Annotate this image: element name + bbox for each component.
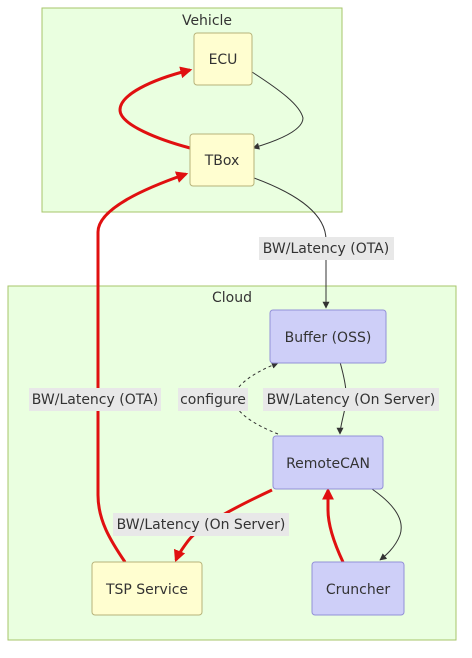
node-cruncher: Cruncher <box>311 561 405 616</box>
edge-label-configure: configure <box>178 388 248 411</box>
node-tbox-label: TBox <box>204 153 240 169</box>
edge-label-tsp-tbox: BW/Latency (OTA) <box>29 388 161 411</box>
edge-label-buffer-remotecan-text: BW/Latency (On Server) <box>267 392 436 408</box>
node-ecu-label: ECU <box>209 52 238 68</box>
node-buffer: Buffer (OSS) <box>269 309 387 364</box>
edge-remotecan-to-buffer-configure <box>233 362 279 435</box>
edge-label-buffer-remotecan: BW/Latency (On Server) <box>263 388 439 411</box>
node-tbox-box <box>189 133 255 187</box>
edge-cruncher-to-remotecan <box>322 487 345 563</box>
edge-label-remotecan-tsp-bg <box>113 513 289 536</box>
edge-remotecan-to-cruncher <box>371 488 402 561</box>
node-remotecan: RemoteCAN <box>272 435 384 490</box>
node-cruncher-box <box>311 561 405 616</box>
edge-tsp-to-tbox <box>96 171 189 563</box>
edge-label-tsp-tbox-bg <box>29 388 161 411</box>
node-tsp-service: TSP Service <box>91 561 203 616</box>
edge-tbox-to-ecu <box>118 66 193 150</box>
node-ecu: ECU <box>193 32 253 86</box>
node-tsp-service-label: TSP Service <box>105 582 188 598</box>
node-ecu-box <box>193 32 253 86</box>
edge-label-tbox-buffer-text: BW/Latency (OTA) <box>263 241 389 257</box>
edge-label-tbox-buffer-bg <box>259 237 394 260</box>
edge-label-remotecan-tsp-text: BW/Latency (On Server) <box>117 517 286 533</box>
edge-label-tsp-tbox-text: BW/Latency (OTA) <box>32 392 158 408</box>
node-cruncher-label: Cruncher <box>326 582 390 598</box>
node-remotecan-box <box>272 435 384 490</box>
edge-label-tbox-buffer: BW/Latency (OTA) <box>259 237 394 260</box>
node-buffer-label: Buffer (OSS) <box>285 330 372 346</box>
node-remotecan-label: RemoteCAN <box>286 456 370 472</box>
edge-ecu-to-tbox <box>251 71 304 150</box>
edge-label-configure-text: configure <box>180 392 246 408</box>
node-tsp-service-box <box>91 561 203 616</box>
edge-label-remotecan-tsp: BW/Latency (On Server) <box>113 513 289 536</box>
node-tbox: TBox <box>189 133 255 187</box>
cloud-cluster-label: Cloud <box>212 290 252 306</box>
edge-label-configure-bg <box>178 388 248 411</box>
edge-remotecan-to-tsp <box>173 488 273 563</box>
vehicle-cluster-label: Vehicle <box>182 13 232 29</box>
node-buffer-box <box>269 309 387 364</box>
edge-label-buffer-remotecan-bg <box>263 388 439 411</box>
